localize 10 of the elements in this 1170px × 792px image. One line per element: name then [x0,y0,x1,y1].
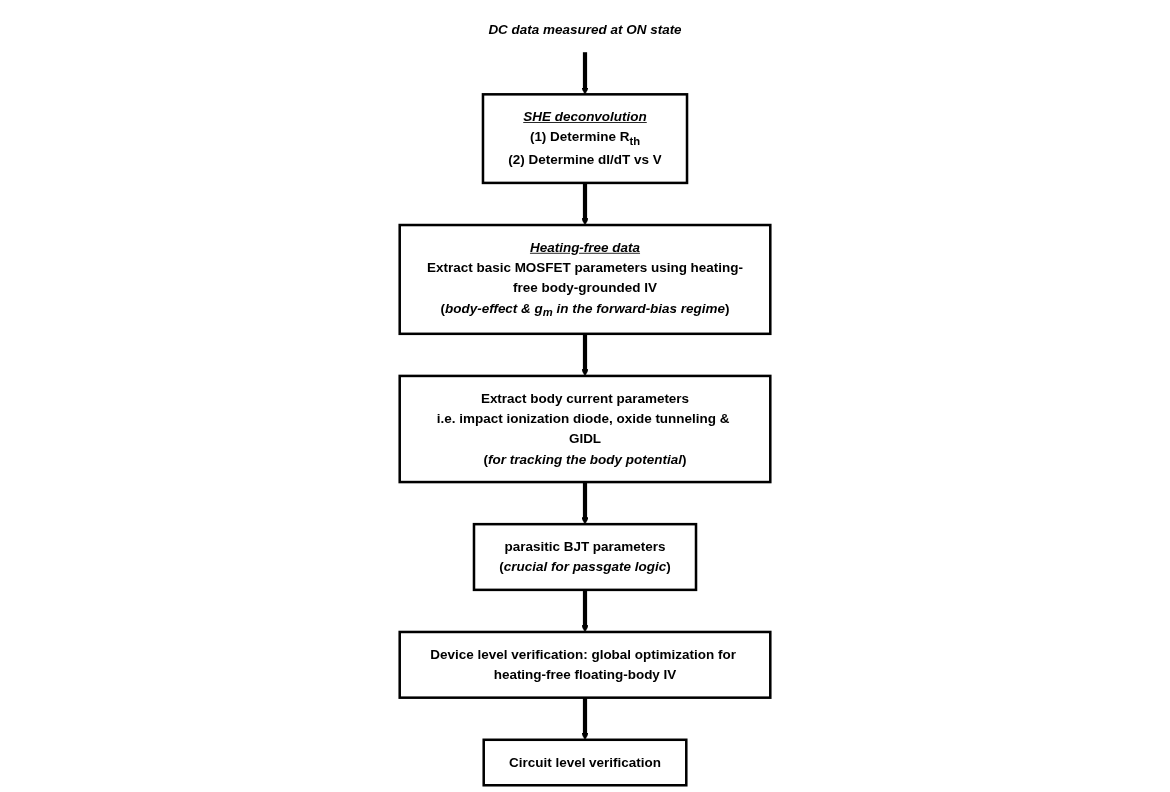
node-box: parasitic BJT parameters (crucial for passgate logic) [472,522,698,592]
node-text: DC data measured at ON state [488,21,682,37]
arrow [581,482,589,525]
node-box: SHE deconvolution (1) Determine R$_{th}$ (2) Determine dI/dT vs V [481,93,689,185]
arrow [581,52,589,95]
node-box: Extract body current parameters i.e. impact ionization diode, oxide tunneling & GIDL (for tracking the body potential) [398,374,772,484]
node-box: Device level verification: global optimization for heating-free floating-body IV [398,630,772,699]
node-box: Circuit level verification [482,738,688,787]
node-box: Heating-free data Extract basic MOSFET parameters using heating-free body-grounded IV (body-effect & g$_{m}$ in the forward-bias regime) [398,223,772,336]
arrow [581,182,589,226]
